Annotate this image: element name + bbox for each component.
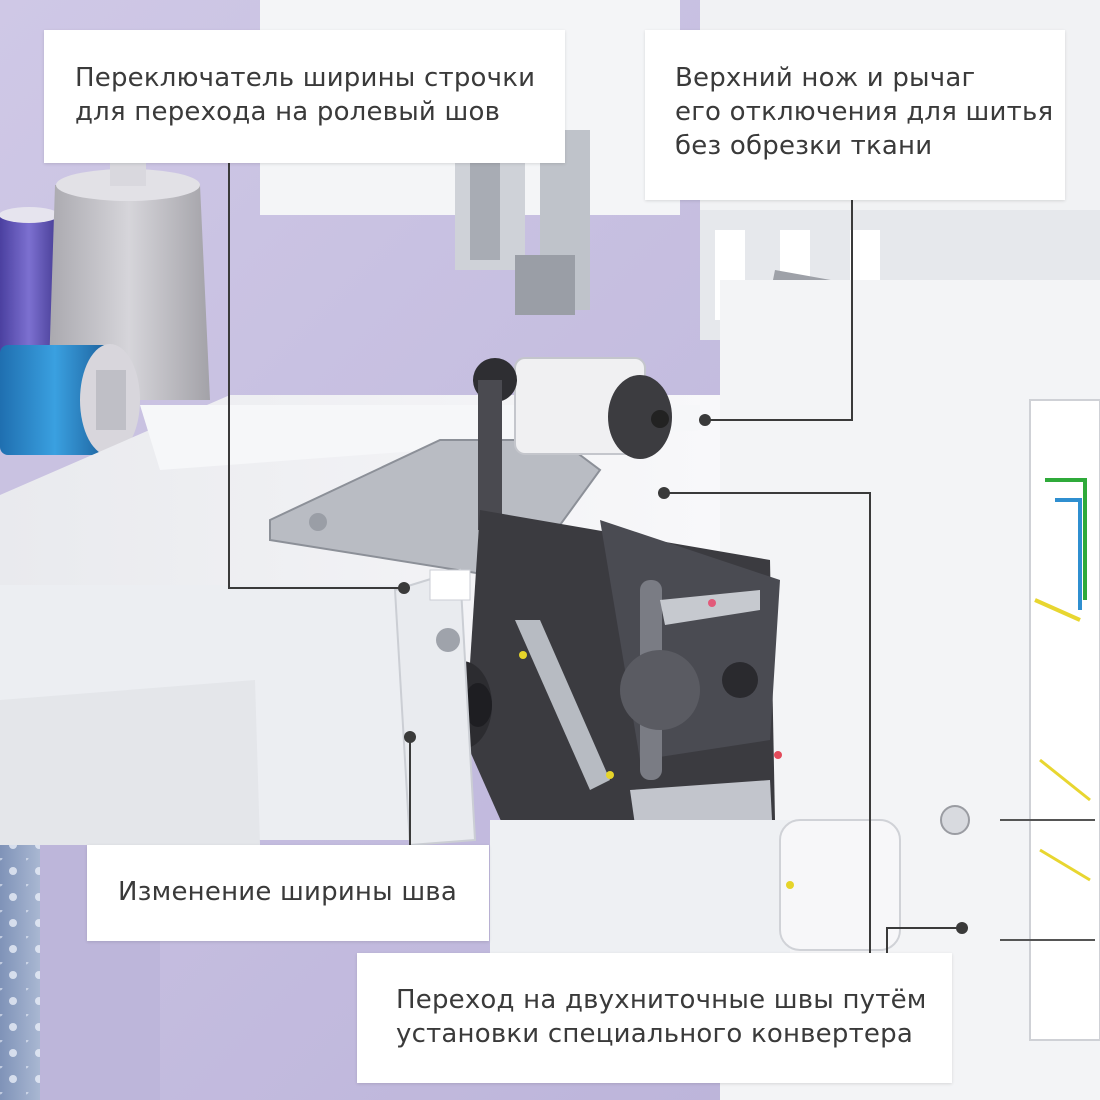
thread-spool bbox=[0, 344, 140, 456]
callout-line: Верхний нож и рычаг bbox=[675, 63, 976, 93]
callout-line: без обрезки ткани bbox=[675, 131, 933, 161]
dial-knob bbox=[608, 375, 672, 459]
callout-line: его отключения для шитья bbox=[675, 97, 1054, 127]
callout-upper-knife: Верхний нож и рычаг его отключения для ш… bbox=[645, 30, 1065, 200]
callout-line: Переключатель ширины строчки bbox=[75, 63, 536, 93]
callout-line: для перехода на ролевый шов bbox=[75, 97, 501, 127]
callout-stitch-width-switch: Переключатель ширины строчки для переход… bbox=[44, 30, 565, 163]
callout-line: установки специального конвертера bbox=[396, 1019, 913, 1049]
callout-line: Изменение ширины шва bbox=[118, 877, 457, 907]
callout-two-thread-converter: Переход на двухниточные швы путём устано… bbox=[357, 953, 952, 1083]
callout-line: Переход на двухниточные швы путём bbox=[396, 985, 927, 1015]
callout-seam-width: Изменение ширины шва bbox=[87, 845, 489, 941]
